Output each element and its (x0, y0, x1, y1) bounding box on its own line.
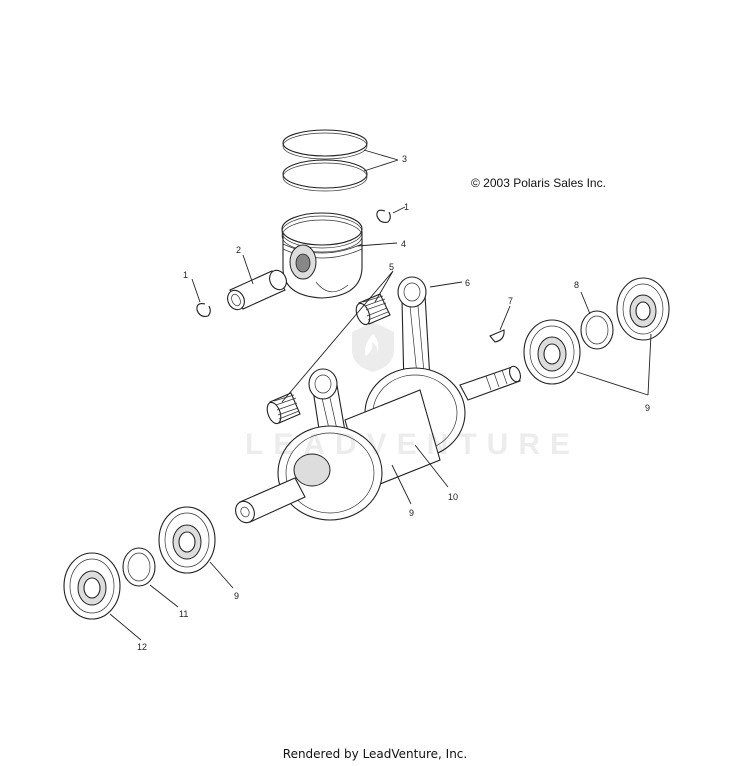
connecting-rod-rear[interactable] (397, 276, 431, 389)
piston[interactable] (281, 212, 363, 299)
callout-4: 4 (401, 239, 406, 249)
flame-shield-icon (348, 320, 398, 379)
circlip-right[interactable] (376, 209, 391, 223)
watermark-text: LEADVENTURE (245, 428, 581, 461)
circlip-left[interactable] (196, 303, 211, 317)
piston-ring-lower[interactable] (282, 159, 368, 192)
callout-11: 11 (179, 609, 188, 619)
callout-9-right: 9 (645, 403, 650, 413)
callout-7: 7 (508, 296, 513, 306)
bearing-left-inner[interactable] (158, 506, 216, 574)
callout-9-center: 9 (409, 508, 414, 518)
bearing-right-outer[interactable] (616, 277, 670, 341)
copyright-notice: © 2003 Polaris Sales Inc. (471, 176, 606, 190)
woodruff-key[interactable] (489, 329, 505, 343)
callout-1-right: 1 (404, 202, 409, 212)
wrist-pin[interactable] (225, 268, 290, 313)
callout-6: 6 (465, 278, 470, 288)
piston-ring-upper[interactable] (282, 129, 368, 160)
leader-lines (109, 149, 652, 641)
callout-5: 5 (389, 262, 394, 272)
callout-8: 8 (574, 280, 579, 290)
footer-credit: Rendered by LeadVenture, Inc. (282, 747, 468, 761)
callout-12: 12 (137, 642, 147, 652)
seal-left-11[interactable] (122, 547, 156, 587)
crankshaft-assembly[interactable] (232, 365, 522, 526)
callout-2: 2 (236, 245, 241, 255)
callout-1-left: 1 (183, 270, 188, 280)
bearing-left-outer-12[interactable] (63, 552, 121, 620)
callout-9-left: 9 (234, 591, 239, 601)
needle-bearing-lower[interactable] (265, 392, 301, 425)
oil-seal-right[interactable] (580, 310, 614, 350)
bearing-right-inner[interactable] (523, 319, 581, 385)
callout-3: 3 (402, 154, 407, 164)
callout-10: 10 (448, 492, 458, 502)
callout-labels: 1 1 2 3 4 5 6 7 8 9 9 9 10 11 12 (137, 154, 650, 652)
